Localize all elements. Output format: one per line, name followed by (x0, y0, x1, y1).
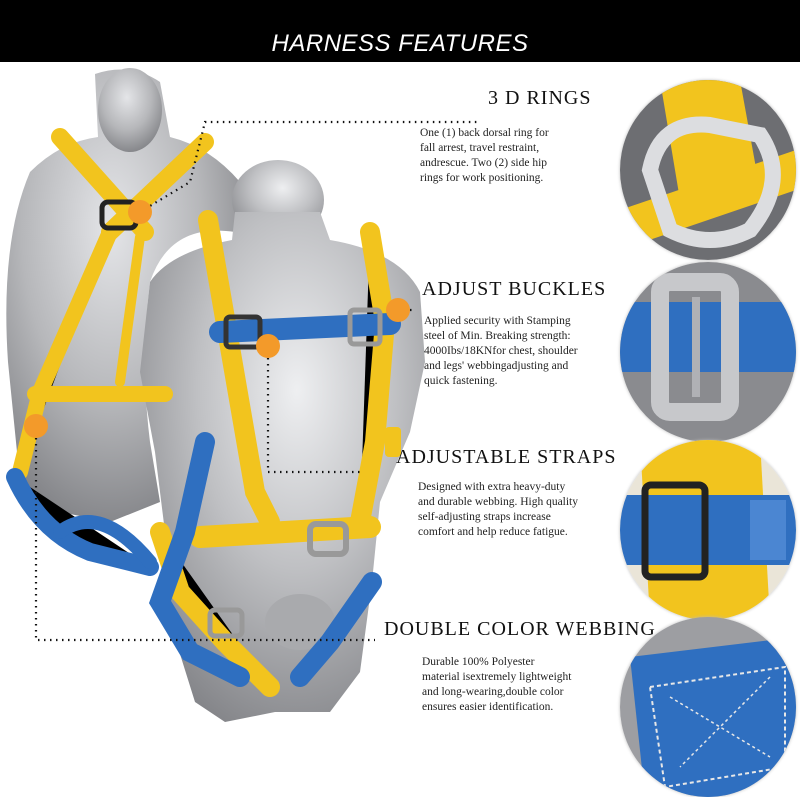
callout-dot-back-ring (128, 200, 152, 224)
buckle-closeup-icon (620, 262, 796, 442)
d-ring-closeup-icon (620, 80, 796, 260)
banner-title: HARNESS FEATURES (271, 30, 529, 57)
feature-title-double-color-webbing: DOUBLE COLOR WEBBING (384, 618, 656, 640)
callout-dot-chest-strap (256, 334, 280, 358)
feature-title-adjustable-straps: ADJUSTABLE STRAPS (396, 446, 617, 468)
feature-title-adjust-buckles: ADJUST BUCKLES (422, 278, 607, 300)
front-harness (148, 210, 401, 697)
strap-closeup-icon (620, 440, 796, 620)
header-banner: HARNESS FEATURES (0, 0, 800, 62)
back-mannequin (6, 68, 240, 522)
back-harness (6, 128, 214, 576)
callout-markers (24, 200, 410, 438)
feature-title-3d-rings: 3 D RINGS (488, 87, 592, 109)
webbing-closeup-icon (620, 617, 796, 797)
callout-dot-shoulder-buckle (386, 298, 410, 322)
harness-illustration (6, 68, 480, 722)
callout-dot-hip-ring (24, 414, 48, 438)
leader-lines (34, 120, 480, 642)
